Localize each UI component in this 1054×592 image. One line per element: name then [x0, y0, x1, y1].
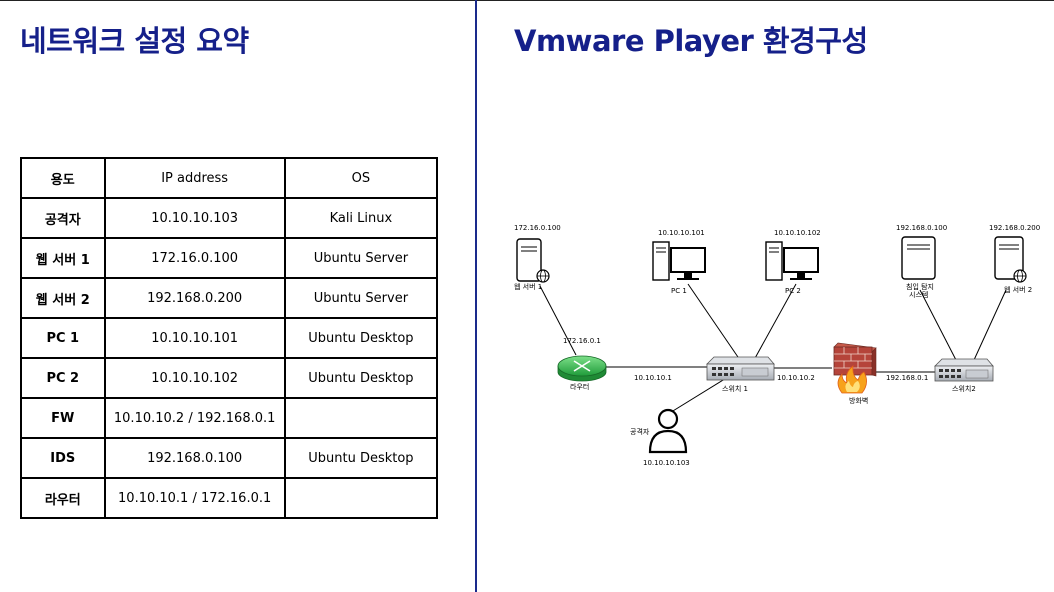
header-cell-ip: IP address	[103, 157, 286, 199]
ip-cell: 10.10.10.102	[103, 357, 286, 399]
globe-icon	[1013, 269, 1027, 283]
os-cell: Ubuntu Desktop	[283, 357, 439, 399]
desktop-computer-icon	[652, 241, 706, 281]
os-cell	[283, 397, 439, 439]
pc2-label: PC 2	[785, 287, 801, 295]
os-cell: Ubuntu Desktop	[283, 317, 439, 359]
server-icon	[516, 238, 542, 282]
top-border	[0, 0, 1054, 1]
switch1-label: 스위치 1	[722, 384, 748, 393]
webserver1-node: 172.16.0.100 웹 서버 1	[514, 224, 561, 291]
usage-cell: FW	[20, 397, 106, 439]
ip-cell: 10.10.10.101	[103, 317, 286, 359]
center-divider	[475, 0, 477, 592]
server-icon	[901, 236, 936, 280]
firewall-ip-left: 10.10.10.2	[777, 374, 815, 382]
webserver2-node: 192.168.0.200 웹 서버 2	[989, 224, 1040, 294]
webserver2-ip: 192.168.0.200	[989, 224, 1040, 232]
pc1-ip: 10.10.10.101	[658, 229, 705, 237]
firewall-icon	[833, 342, 877, 394]
user-icon	[648, 408, 688, 454]
network-switch-icon	[934, 358, 994, 382]
pc2-node: 10.10.10.102 PC 2	[765, 229, 821, 295]
table-header-row: 용도 IP address OS	[20, 157, 439, 199]
ids-ip: 192.168.0.100	[896, 224, 947, 232]
usage-cell: PC 1	[20, 317, 106, 359]
link-webserver2-switch2	[973, 289, 1007, 361]
os-cell: Ubuntu Desktop	[283, 437, 439, 479]
ids-label-line2: 시스템	[909, 291, 928, 299]
ip-cell: 10.10.10.1 / 172.16.0.1	[103, 477, 286, 519]
vmware-environment-title: Vmware Player 환경구성	[514, 24, 868, 58]
pc2-ip: 10.10.10.102	[774, 229, 821, 237]
firewall-ip-right: 192.168.0.1	[886, 374, 928, 382]
link-pc1-switch1	[687, 283, 741, 361]
ip-cell: 192.168.0.100	[103, 437, 286, 479]
header-cell-os: OS	[283, 157, 439, 199]
attacker-node: 공격자 10.10.10.103	[630, 408, 690, 467]
connection-lines	[539, 283, 1007, 415]
ids-node: 192.168.0.100 침입 탐지 시스템	[896, 224, 947, 299]
usage-cell: 공격자	[20, 197, 106, 239]
ip-cell: 192.168.0.200	[103, 277, 286, 319]
os-cell: Ubuntu Server	[283, 237, 439, 279]
network-summary-title: 네트워크 설정 요약	[20, 24, 249, 58]
webserver1-ip: 172.16.0.100	[514, 224, 561, 232]
usage-cell: 웹 서버 1	[20, 237, 106, 279]
pc1-label: PC 1	[671, 287, 687, 295]
pc1-node: 10.10.10.101 PC 1	[652, 229, 706, 295]
desktop-computer-icon	[765, 241, 819, 281]
router-label: 라우터	[570, 382, 589, 391]
usage-cell: 라우터	[20, 477, 106, 519]
attacker-ip: 10.10.10.103	[643, 459, 690, 467]
server-icon	[994, 236, 1024, 280]
router-node: 172.16.0.1 10.10.10.1 라우터	[557, 337, 672, 391]
firewall-label: 방화벽	[849, 396, 868, 405]
link-pc2-switch1	[753, 283, 797, 361]
globe-icon	[536, 269, 550, 283]
router-ip-right: 10.10.10.1	[634, 374, 672, 382]
switch2-node: 스위치2	[934, 358, 994, 393]
os-cell	[283, 477, 439, 519]
router-icon	[557, 355, 607, 382]
usage-cell: 웹 서버 2	[20, 277, 106, 319]
header-cell-usage: 용도	[20, 157, 106, 199]
ip-cell: 172.16.0.100	[103, 237, 286, 279]
switch1-node: 스위치 1	[706, 356, 775, 393]
attacker-label: 공격자	[630, 427, 650, 436]
link-ids-switch2	[919, 289, 957, 361]
ip-cell: 10.10.10.103	[103, 197, 286, 239]
network-diagram: 172.16.0.100 웹 서버 1 172.16.0.1 10.10.10.…	[514, 224, 1040, 467]
os-cell: Ubuntu Server	[283, 277, 439, 319]
router-ip-top: 172.16.0.1	[563, 337, 601, 345]
switch2-label: 스위치2	[952, 384, 976, 393]
ids-label-line1: 침입 탐지	[906, 282, 934, 291]
webserver2-label: 웹 서버 2	[1004, 285, 1032, 294]
os-cell: Kali Linux	[283, 197, 439, 239]
link-attacker-switch1	[667, 376, 729, 415]
ip-cell: 10.10.10.2 / 192.168.0.1	[103, 397, 286, 439]
webserver1-label: 웹 서버 1	[514, 282, 542, 291]
firewall-node: 10.10.10.2 192.168.0.1 방화벽	[777, 342, 928, 405]
usage-cell: IDS	[20, 437, 106, 479]
usage-cell: PC 2	[20, 357, 106, 399]
link-webserver1-router	[539, 285, 577, 356]
network-switch-icon	[706, 356, 775, 381]
